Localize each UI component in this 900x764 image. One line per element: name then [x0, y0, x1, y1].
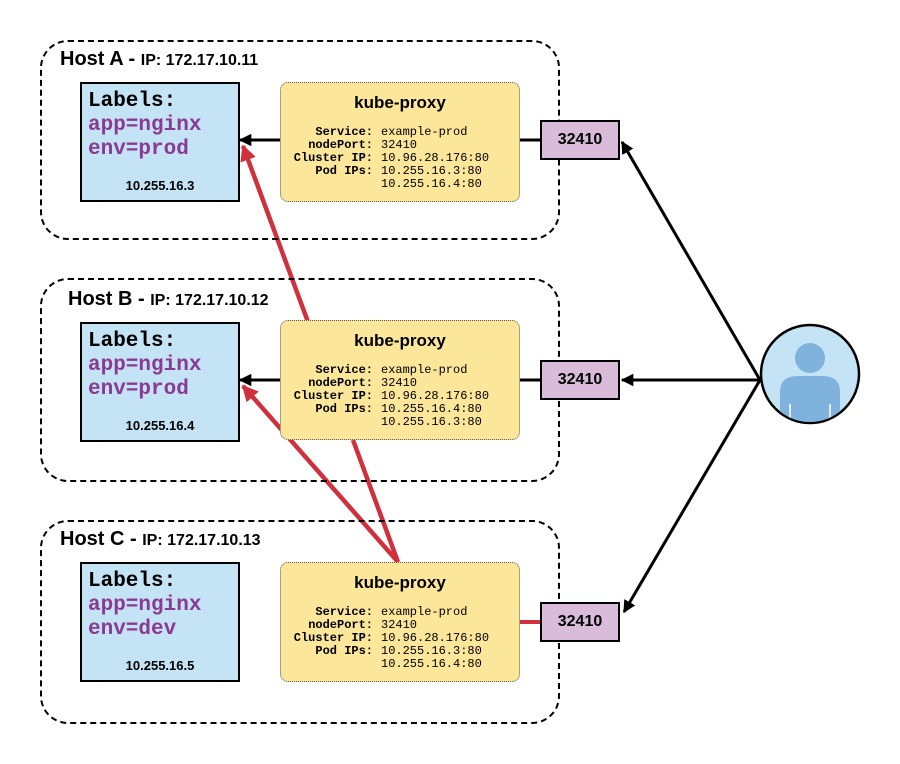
host-ip: 172.17.10.12: [175, 292, 269, 309]
proxy-row-key: Service:: [315, 363, 373, 377]
proxy-rules: Service: example-prod nodePort: 32410 Clus…: [281, 364, 519, 429]
proxy-row-value: 10.255.16.4:80: [381, 177, 482, 191]
proxy-row-key: Cluster IP:: [293, 389, 373, 403]
proxy-row-value: example-prod: [381, 605, 468, 619]
client-to-port-arrow-a: [620, 140, 762, 381]
client-to-port-arrow-c: [622, 379, 762, 614]
host-name: Host B: [68, 288, 133, 310]
proxy-row-key: Cluster IP:: [293, 631, 373, 645]
proxy-row-key: Service:: [315, 605, 373, 619]
pod-label-app: app=nginx: [88, 114, 202, 137]
labels-heading: Labels:: [88, 330, 177, 353]
redirect-arrow-c-to-b: [241, 384, 400, 564]
pod-label-app: app=nginx: [88, 594, 202, 617]
proxy-row: nodePort: 32410: [281, 377, 519, 390]
pod-label-app: app=nginx: [88, 354, 202, 377]
proxy-row-value: 10.255.16.4:80: [381, 402, 482, 416]
proxy-rules: Service: example-prod nodePort: 32410 Clus…: [281, 606, 519, 671]
proxy-row-key: Pod IPs:: [315, 164, 373, 178]
host-a-title: Host A - IP: 172.17.10.11: [60, 48, 258, 71]
proxy-row: nodePort: 32410: [281, 139, 519, 152]
proxy-row-key: Pod IPs:: [315, 644, 373, 658]
host-ip: 172.17.10.13: [167, 532, 261, 549]
proxy-row-value: example-prod: [381, 363, 468, 377]
host-name: Host A: [60, 48, 123, 70]
proxy-row-value: 10.255.16.4:80: [381, 657, 482, 671]
proxy-row-value: 10.96.28.176:80: [381, 151, 490, 165]
host-b-title: Host B - IP: 172.17.10.12: [68, 288, 269, 311]
pod-label-env: env=prod: [88, 378, 189, 401]
node-port-c[interactable]: 32410: [540, 602, 620, 642]
kube-proxy-title: kube-proxy: [354, 573, 446, 592]
labels-heading: Labels:: [88, 570, 177, 593]
redirect-arrow-b-to-a: [240, 144, 311, 323]
proxy-row: Pod IPs: 10.255.16.3:80: [281, 645, 519, 658]
proxy-row: Cluster IP: 10.96.28.176:80: [281, 632, 519, 645]
proxy-row-value: 10.96.28.176:80: [381, 631, 490, 645]
proxy-row-key: Pod IPs:: [315, 402, 373, 416]
host-ip: 172.17.10.11: [165, 52, 259, 69]
kube-proxy-title: kube-proxy: [354, 331, 446, 350]
pod-ip: 10.255.16.5: [125, 658, 195, 673]
kube-proxy-title: kube-proxy: [354, 93, 446, 112]
pod-label-env: env=prod: [88, 138, 189, 161]
ip-label: IP:: [140, 52, 162, 69]
pod-box-b[interactable]: Labels: app=nginx env=prod 10.255.16.4: [80, 322, 240, 442]
proxy-row-key: nodePort:: [308, 376, 373, 390]
host-c-title: Host C - IP: 172.17.10.13: [60, 528, 261, 551]
kube-proxy-box-b[interactable]: kube-proxy Service: example-prod nodePort…: [280, 320, 520, 440]
proxy-row: Service: example-prod: [281, 364, 519, 377]
proxy-row-key: nodePort:: [308, 618, 373, 632]
proxy-row: Cluster IP: 10.96.28.176:80: [281, 152, 519, 165]
proxy-row: 10.255.16.4:80: [281, 658, 519, 671]
node-port-b[interactable]: 32410: [540, 360, 620, 400]
ip-label: IP:: [150, 292, 171, 309]
proxy-row-value: example-prod: [381, 125, 468, 139]
ip-label: IP:: [142, 532, 163, 549]
proxy-row-value: 32410: [381, 138, 418, 152]
proxy-row: Service: example-prod: [281, 606, 519, 619]
proxy-row-value: 10.255.16.3:80: [381, 164, 482, 178]
proxy-row: nodePort: 32410: [281, 619, 519, 632]
proxy-row: 10.255.16.3:80: [281, 416, 519, 429]
kube-proxy-box-a[interactable]: kube-proxy Service: example-prod nodePort…: [280, 82, 520, 202]
host-name: Host C: [60, 528, 125, 550]
pod-box-a[interactable]: Labels: app=nginx env=prod 10.255.16.3: [80, 82, 240, 202]
title-separator: -: [122, 48, 141, 70]
proxy-row-key: nodePort:: [308, 138, 373, 152]
proxy-row: Pod IPs: 10.255.16.3:80: [281, 165, 519, 178]
proxy-row: Cluster IP: 10.96.28.176:80: [281, 390, 519, 403]
user-icon[interactable]: [758, 322, 862, 426]
kube-proxy-box-c[interactable]: kube-proxy Service: example-prod nodePort…: [280, 562, 520, 682]
proxy-row-value: 10.96.28.176:80: [381, 389, 490, 403]
proxy-row-value: 10.255.16.3:80: [381, 415, 482, 429]
pod-box-c[interactable]: Labels: app=nginx env=dev 10.255.16.5: [80, 562, 240, 682]
pod-label-env: env=dev: [88, 618, 177, 641]
proxy-row-value: 32410: [381, 376, 418, 390]
proxy-row-key: Service:: [315, 125, 373, 139]
proxy-rules: Service: example-prod nodePort: 32410 Clus…: [281, 126, 519, 191]
pod-ip: 10.255.16.4: [125, 418, 195, 433]
title-separator: -: [132, 288, 151, 310]
pod-ip: 10.255.16.3: [125, 178, 195, 193]
proxy-row-value: 32410: [381, 618, 418, 632]
proxy-row: Pod IPs: 10.255.16.4:80: [281, 403, 519, 416]
proxy-row-key: Cluster IP:: [293, 151, 373, 165]
proxy-row: Service: example-prod: [281, 126, 519, 139]
labels-heading: Labels:: [88, 90, 177, 113]
proxy-row-value: 10.255.16.3:80: [381, 644, 482, 658]
node-port-a[interactable]: 32410: [540, 120, 620, 160]
title-separator: -: [124, 528, 143, 550]
redirect-link-c-to-proxy-b: [350, 439, 401, 563]
proxy-row: 10.255.16.4:80: [281, 178, 519, 191]
